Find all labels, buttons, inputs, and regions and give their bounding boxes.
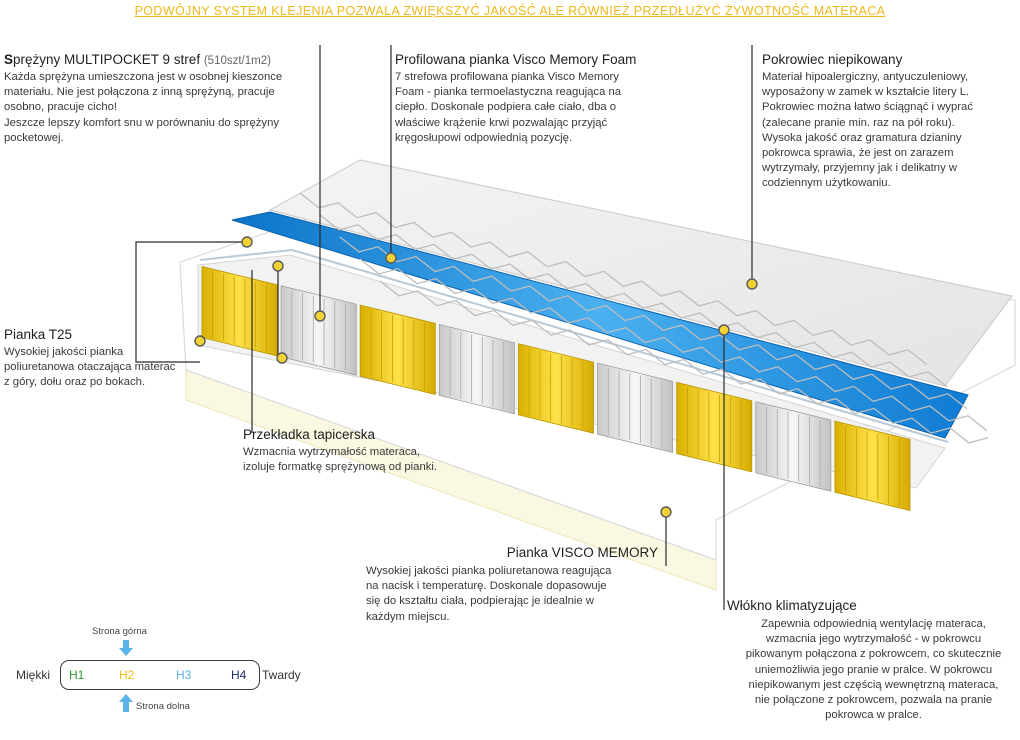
dot-t25 — [241, 236, 253, 248]
dot-springs — [314, 310, 326, 322]
quilt-zigzag-line — [359, 258, 988, 432]
scale-side-top-label: Strona górna — [92, 626, 147, 637]
visco-bottom-text: Wysokiej jakości pianka poliuretanowa re… — [366, 564, 666, 625]
dot-cover — [746, 278, 758, 290]
leader-t25 — [135, 241, 248, 363]
springs-title-note: (510szt/1m2) — [203, 55, 271, 67]
spring-zone-white — [597, 362, 674, 454]
scale-arrows — [119, 640, 133, 712]
springs-title-text: prężyny MULTIPOCKET 9 stref — [13, 52, 201, 67]
spring-zones — [201, 265, 911, 512]
text-line: Zapewnia odpowiednią wentylację materaca… — [761, 618, 986, 630]
text-line: wzmacnia jego wytrzymałość - w pokrowcu — [765, 633, 982, 646]
text-line: poliuretanowa otaczająca materac — [4, 361, 176, 374]
text-line: pokrowca sprawia, że jest on zarazem — [762, 147, 954, 160]
fiber-section: Włókno klimatyzujące Zapewnia odpowiedni… — [727, 598, 1020, 723]
quilt-zigzag-line — [319, 214, 948, 388]
spring-zone-white — [280, 285, 357, 376]
t25-text: Wysokiej jakości pianka poliuretanowa ot… — [4, 345, 194, 391]
dot-visco-top — [385, 252, 397, 264]
cover-title: Pokrowiec niepikowany — [762, 52, 903, 67]
springs-title: Sprężyny MULTIPOCKET 9 stref (510szt/1m2… — [4, 52, 344, 67]
text-line: uniemożliwia jego pranie w pralce. W pok… — [754, 663, 993, 676]
text-line: 7 strefowa profilowana pianka Visco Memo… — [395, 71, 619, 83]
quilt-pattern — [299, 192, 989, 444]
text-line: pikowanym połączona z pokrowcem, co skut… — [745, 648, 1002, 661]
visco-top-title: Profilowana pianka Visco Memory Foam — [395, 52, 637, 67]
scale-soft-label: Miękki — [16, 668, 51, 682]
scale-hard-label: Twardy — [262, 668, 301, 682]
spring-zone-yellow — [359, 304, 436, 396]
text-line: Materiał hipoalergiczny, antyuczuleniowy… — [762, 71, 969, 83]
text-line: z góry, dołu oraz po bokach. — [4, 376, 146, 389]
text-line: ciepło. Doskonale podpiera całe ciało, d… — [395, 101, 617, 114]
visco-top-text: 7 strefowa profilowana pianka Visco Memo… — [395, 70, 685, 146]
dot-fiber — [718, 324, 730, 336]
spring-zone-white — [438, 323, 515, 415]
text-line: się do kształtu ciała, podpierając je id… — [366, 595, 594, 608]
text-line: Foam - pianka termoelastyczna reagująca … — [395, 86, 622, 99]
scale-level-h1: H1 — [69, 668, 85, 682]
springs-section: Sprężyny MULTIPOCKET 9 stref (510szt/1m2… — [4, 52, 344, 146]
cover-section: Pokrowiec niepikowany Materiał hipoalerg… — [762, 52, 1020, 192]
dot-insert — [272, 260, 284, 272]
text-line: wytrzymały, przyjemny jak i delikatny w — [762, 162, 958, 175]
insert-title: Przekładka tapicerska — [243, 427, 376, 442]
text-line: Wysoka jakość oraz gramatura dzianiny — [762, 131, 962, 144]
quilt-zigzag-line — [299, 192, 928, 366]
spring-zone-yellow — [676, 381, 753, 473]
text-line: niepikowanym jest częścią wewnętrzną mat… — [748, 678, 999, 691]
cover-text: Materiał hipoalergiczny, antyuczuleniowy… — [762, 70, 1020, 192]
dot-chamber — [276, 352, 288, 364]
text-line: Każda sprężyna umieszczona jest w osobne… — [4, 71, 283, 83]
text-line: kręgosłupowi odpowiednią pozycję. — [395, 131, 573, 144]
text-line: Wysokiej jakości pianka — [4, 346, 124, 358]
text-line: codziennym użytkowaniu. — [762, 177, 891, 190]
arrow-down-icon — [119, 640, 133, 656]
springs-text: Każda sprężyna umieszczona jest w osobne… — [4, 70, 344, 146]
banner-headline: PODWÓJNY SYSTEM KLEJENIA POZWALA ZWIĘKSZ… — [134, 4, 886, 18]
text-line: Wysokiej jakości pianka poliuretanowa re… — [366, 565, 612, 577]
text-line: pokrowca w pralce. — [825, 709, 922, 722]
text-line: osobno, pracuje cicho! — [4, 101, 118, 114]
text-line: (zalecane pranie min. raz na pół roku). — [762, 116, 955, 129]
spring-zone-yellow — [834, 420, 911, 512]
visco-bottom-section: Pianka VISCO MEMORY Wysokiej jakości pia… — [366, 545, 666, 625]
scale-level-h3: H3 — [176, 668, 192, 682]
text-line: izoluje formatkę sprężynową od pianki. — [243, 461, 438, 474]
visco-top-section: Profilowana pianka Visco Memory Foam 7 s… — [395, 52, 685, 146]
text-line: materiału. Nie jest połączona z inną spr… — [4, 86, 275, 99]
spring-zone-white — [755, 401, 832, 492]
scale-level-h2: H2 — [119, 668, 135, 682]
scale-level-h4: H4 — [231, 668, 247, 682]
fiber-text: Zapewnia odpowiednią wentylację materaca… — [727, 617, 1020, 723]
insert-line — [199, 248, 949, 443]
springs-title-initial: S — [4, 52, 14, 67]
text-line: Wzmacnia wytrzymałość materaca, — [243, 446, 421, 458]
text-line: Jeszcze lepszy komfort snu w porównaniu … — [4, 116, 280, 129]
text-line: każdym miejscu. — [366, 610, 450, 623]
spring-zone-yellow — [518, 343, 594, 434]
text-line: wyposażony w zamek w kształcie litery L. — [762, 86, 970, 99]
dot-visco-bottom — [660, 506, 672, 518]
text-line: właściwe krążenie krwi pozwalając przyją… — [395, 116, 608, 129]
quilt-zigzag-line — [339, 236, 968, 410]
t25-section: Pianka T25 Wysokiej jakości pianka poliu… — [4, 327, 194, 391]
firmness-scale: H1 H2 H3 H4 — [60, 660, 260, 690]
insert-section: Przekładka tapicerska Wzmacnia wytrzymał… — [243, 427, 503, 475]
dot-t25-side — [194, 335, 206, 347]
text-line: nie połączone z pokrowcem, pozwala na pr… — [754, 694, 993, 707]
visco-layer — [231, 211, 969, 439]
t25-title: Pianka T25 — [4, 327, 73, 342]
fiber-title: Włókno klimatyzujące — [727, 598, 857, 613]
arrow-up-icon — [119, 694, 133, 712]
insert-text: Wzmacnia wytrzymałość materaca, izoluje … — [243, 445, 503, 475]
scale-side-bottom-label: Strona dolna — [136, 701, 190, 712]
quilt-zigzag-line — [379, 280, 989, 444]
visco-bottom-title: Pianka VISCO MEMORY — [506, 545, 658, 560]
text-line: Pokrowiec można łatwo ściągnąć i wyprać — [762, 101, 973, 114]
text-line: pocketowej. — [4, 131, 64, 144]
text-line: na nacisk i temperaturę. Doskonale dopas… — [366, 580, 607, 593]
